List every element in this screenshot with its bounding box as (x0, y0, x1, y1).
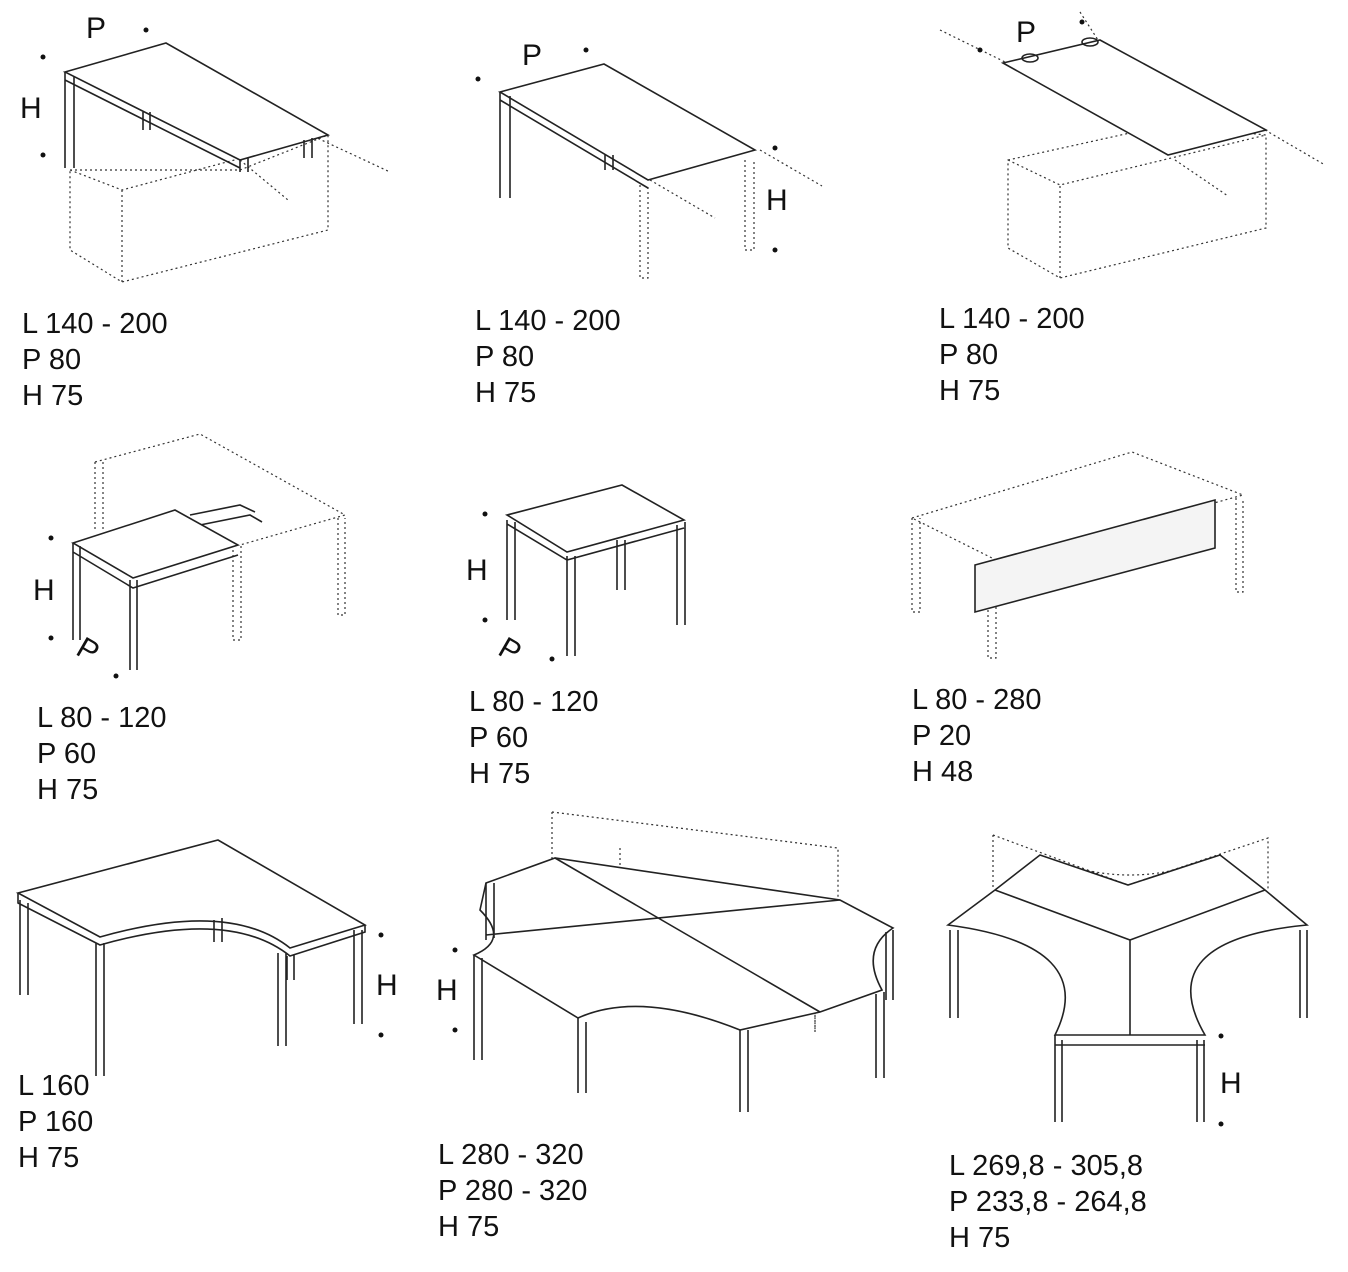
height-label: H 75 (18, 1142, 80, 1174)
depth-marker: P (71, 631, 105, 670)
small-table-drawing: H P (466, 484, 687, 670)
cluster-desk-drawing: H (436, 811, 895, 1112)
height-label: H 75 (438, 1211, 500, 1243)
length-label: L 269,8 - 305,8 (949, 1150, 1144, 1182)
product-dimensions-2: L 140 - 200 P 80 H 75 (475, 303, 621, 411)
height-label: H 75 (939, 375, 1001, 407)
height-marker: H (436, 974, 458, 1007)
depth-label: P 60 (469, 722, 529, 754)
product-dimensions-8: L 280 - 320 P 280 - 320 H 75 (438, 1137, 587, 1245)
length-label: L 160 (18, 1070, 90, 1102)
depth-marker: P (493, 631, 527, 670)
depth-label: P 80 (939, 339, 999, 371)
length-label: L 80 - 280 (912, 684, 1042, 716)
height-marker: H (33, 574, 55, 607)
product-dimensions-9: L 269,8 - 305,8 P 233,8 - 264,8 H 75 (949, 1148, 1147, 1256)
height-label: H 75 (949, 1222, 1011, 1254)
height-marker: H (1220, 1067, 1242, 1100)
product-dimensions-3: L 140 - 200 P 80 H 75 (939, 301, 1085, 409)
depth-label: P 233,8 - 264,8 (949, 1186, 1147, 1218)
depth-marker: P (86, 12, 106, 45)
depth-marker: P (1016, 16, 1036, 49)
height-marker: H (20, 92, 42, 125)
desk-drawing-1: H P (20, 12, 391, 283)
height-marker: H (766, 184, 788, 217)
product-dimensions-5: L 80 - 120 P 60 H 75 (469, 684, 599, 792)
extension-drawing: H P (33, 433, 347, 679)
length-label: L 80 - 120 (37, 702, 167, 734)
product-dimensions-1: L 140 - 200 P 80 H 75 (22, 306, 168, 414)
length-label: L 80 - 120 (469, 686, 599, 718)
depth-label: P 20 (912, 720, 972, 752)
depth-label: P 80 (475, 341, 535, 373)
desk-drawing-2: H P (475, 39, 823, 279)
height-marker: H (376, 969, 398, 1002)
corner-desk-drawing: H (15, 839, 398, 1076)
desk-drawing-3: P (939, 11, 1326, 279)
height-label: H 75 (469, 758, 531, 790)
depth-marker: P (522, 39, 542, 72)
length-label: L 280 - 320 (438, 1139, 584, 1171)
height-label: H 75 (22, 380, 84, 412)
three-way-desk-drawing: H (945, 834, 1309, 1127)
length-label: L 140 - 200 (939, 303, 1085, 335)
height-label: H 75 (37, 774, 99, 806)
depth-label: P 160 (18, 1106, 94, 1138)
modesty-panel-drawing (911, 451, 1245, 659)
height-marker: H (466, 554, 488, 587)
product-dimensions-6: L 80 - 280 P 20 H 48 (912, 682, 1042, 790)
height-label: H 75 (475, 377, 537, 409)
product-dimensions-7: L 160 P 160 H 75 (18, 1068, 93, 1176)
depth-label: P 280 - 320 (438, 1175, 588, 1207)
length-label: L 140 - 200 (22, 308, 168, 340)
product-dimensions-4: L 80 - 120 P 60 H 75 (37, 700, 167, 808)
length-label: L 140 - 200 (475, 305, 621, 337)
depth-label: P 80 (22, 344, 82, 376)
depth-label: P 60 (37, 738, 97, 770)
height-label: H 48 (912, 756, 974, 788)
